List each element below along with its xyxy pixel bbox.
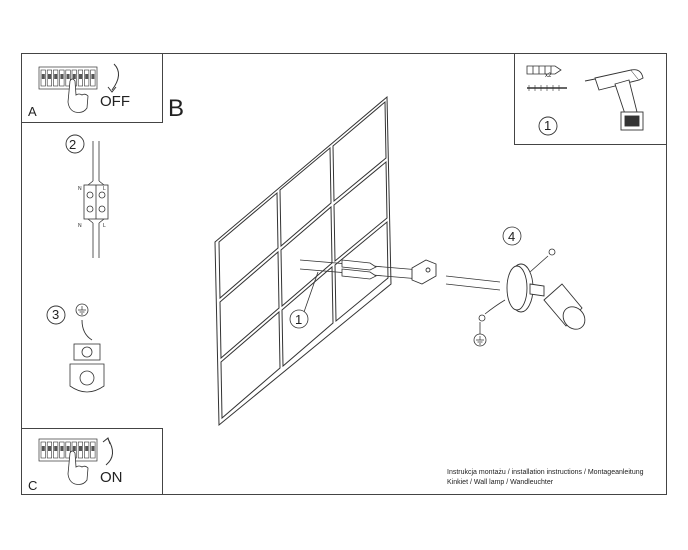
- tools-box: x2 1: [514, 53, 667, 145]
- panel-c-letter: C: [28, 478, 38, 493]
- on-label: ON: [100, 469, 123, 486]
- quantity-label: x2: [545, 73, 552, 79]
- terminal-n-top: N: [78, 186, 82, 192]
- terminal-l-bottom: L: [103, 223, 106, 229]
- panel-a-letter: A: [28, 104, 37, 119]
- step-2-number: 2: [69, 137, 77, 152]
- step-1-wall-number: 1: [295, 312, 303, 327]
- connector-icon: [83, 184, 109, 220]
- instructions-caption-line-1: Instrukcja montażu / installation instru…: [447, 469, 644, 476]
- step-1-number: 1: [544, 118, 552, 133]
- ground-connection-diagram: [46, 303, 105, 393]
- step-4-number: 4: [508, 229, 516, 244]
- wall-plug-icon: [526, 65, 562, 75]
- panel-c-power-on: C ON: [21, 428, 163, 495]
- arrow-down-icon: [111, 63, 119, 91]
- panel-b-letter: B: [168, 95, 185, 122]
- off-label: OFF: [100, 93, 130, 110]
- breaker-panel-icon: [38, 63, 119, 113]
- terminal-l-top: L: [103, 186, 106, 192]
- hand-icon: [67, 450, 89, 485]
- ground-terminal-icon: [69, 343, 105, 393]
- drill-icon: [584, 69, 644, 131]
- terminal-block-diagram: [65, 134, 109, 258]
- panel-a-power-off: A OFF: [21, 53, 163, 123]
- diagram-frame: [21, 53, 667, 495]
- hand-icon: [67, 78, 89, 113]
- step-3-number: 3: [52, 307, 60, 322]
- tools-icons: [526, 65, 644, 136]
- breaker-panel-icon: [38, 437, 113, 485]
- instructions-caption-line-2: Kinkiet / Wall lamp / Wandleuchter: [447, 479, 554, 486]
- screw-icon: [527, 85, 567, 91]
- terminal-n-bottom: N: [78, 223, 82, 229]
